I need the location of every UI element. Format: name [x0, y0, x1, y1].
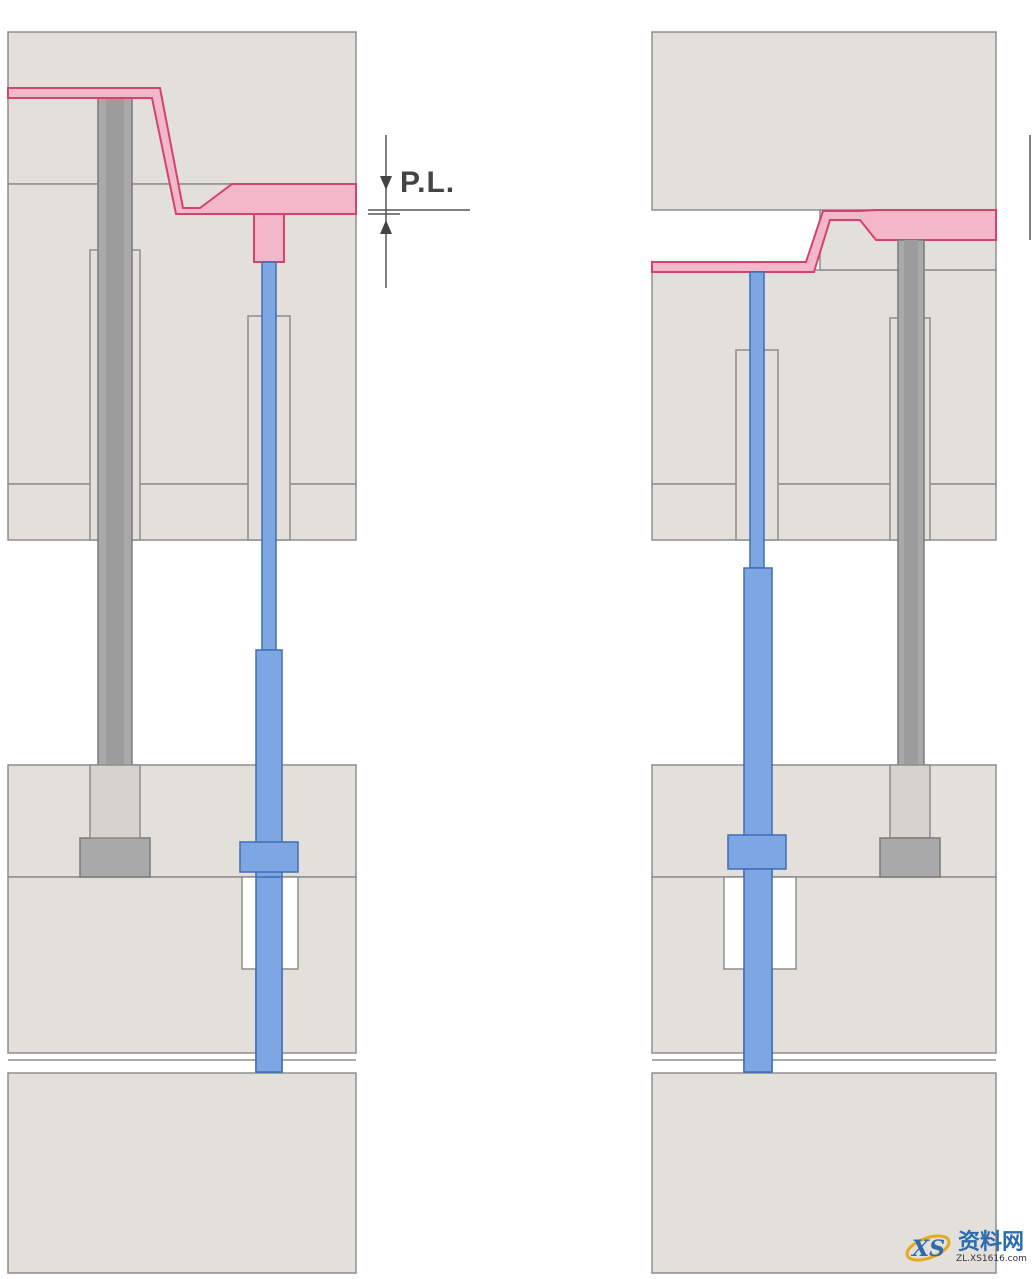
cavity-plate-right: [651, 31, 997, 211]
watermark-logo-icon: XS: [905, 1234, 951, 1262]
bottom-clamp-plate-right: [651, 1072, 997, 1274]
ejector-pin-head-left: [239, 841, 299, 873]
support-plate-left: [7, 483, 357, 541]
molded-part-left: [7, 87, 357, 215]
runner-block-left: [253, 213, 285, 263]
return-pin-core-left: [106, 98, 124, 838]
return-pin-head-left: [79, 837, 151, 878]
molded-part-right: [651, 209, 997, 273]
pl-arrow-down-icon: [380, 176, 392, 190]
ejector-pin-thin-left: [261, 261, 277, 651]
retainer-plate-right: [651, 764, 997, 878]
left-panel: [7, 31, 470, 1274]
return-pin-bush-left: [89, 764, 141, 839]
cavity-plate-left: [7, 31, 357, 185]
support-plate-right: [651, 483, 997, 541]
svg-text:XS: XS: [910, 1236, 945, 1262]
ejector-pin-head-right: [727, 834, 787, 870]
ejector-plate-right: [651, 876, 997, 1054]
watermark-url: ZL.XS1616.com: [956, 1254, 1027, 1264]
core-plate-left: [7, 183, 357, 485]
ejector-pin-lower-left: [255, 876, 283, 1073]
ejector-plate-left: [7, 876, 357, 1054]
ejector-pin-lower-right: [743, 868, 773, 1073]
return-pin-head-right: [879, 837, 941, 878]
return-pin-bush-right: [889, 764, 931, 839]
core-plate-right: [651, 269, 997, 485]
parting-line-label: P.L.: [400, 166, 456, 199]
bottom-clamp-plate-left: [7, 1072, 357, 1274]
watermark-name: 资料网: [958, 1230, 1025, 1255]
ejector-pin-thin-right: [749, 271, 765, 569]
return-pin-core-right: [904, 240, 918, 838]
right-panel: [651, 31, 1031, 1274]
pl-arrow-up-icon: [380, 220, 392, 234]
retainer-plate-left: [7, 764, 357, 878]
watermark: XS 资料网 ZL.XS1616.com: [902, 1222, 1036, 1274]
